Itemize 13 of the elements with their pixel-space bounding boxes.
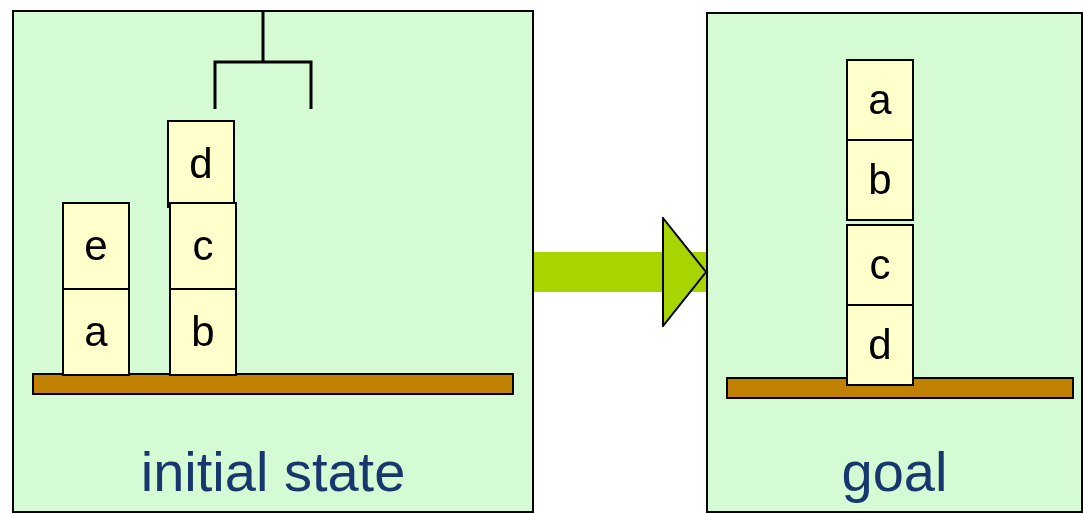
arrow [534,217,707,327]
letter-block: c [846,224,914,306]
letter-block: c [169,202,237,290]
letter-block: b [169,288,237,376]
panel-caption: initial state [140,444,406,500]
letter-block: a [846,59,914,141]
letter-block: d [167,120,235,208]
letter-block: e [62,202,130,290]
scene-panel [12,10,534,513]
scene-panel [706,12,1083,513]
letter-block: a [62,288,130,376]
letter-block: d [846,304,914,386]
letter-block: b [846,139,914,221]
